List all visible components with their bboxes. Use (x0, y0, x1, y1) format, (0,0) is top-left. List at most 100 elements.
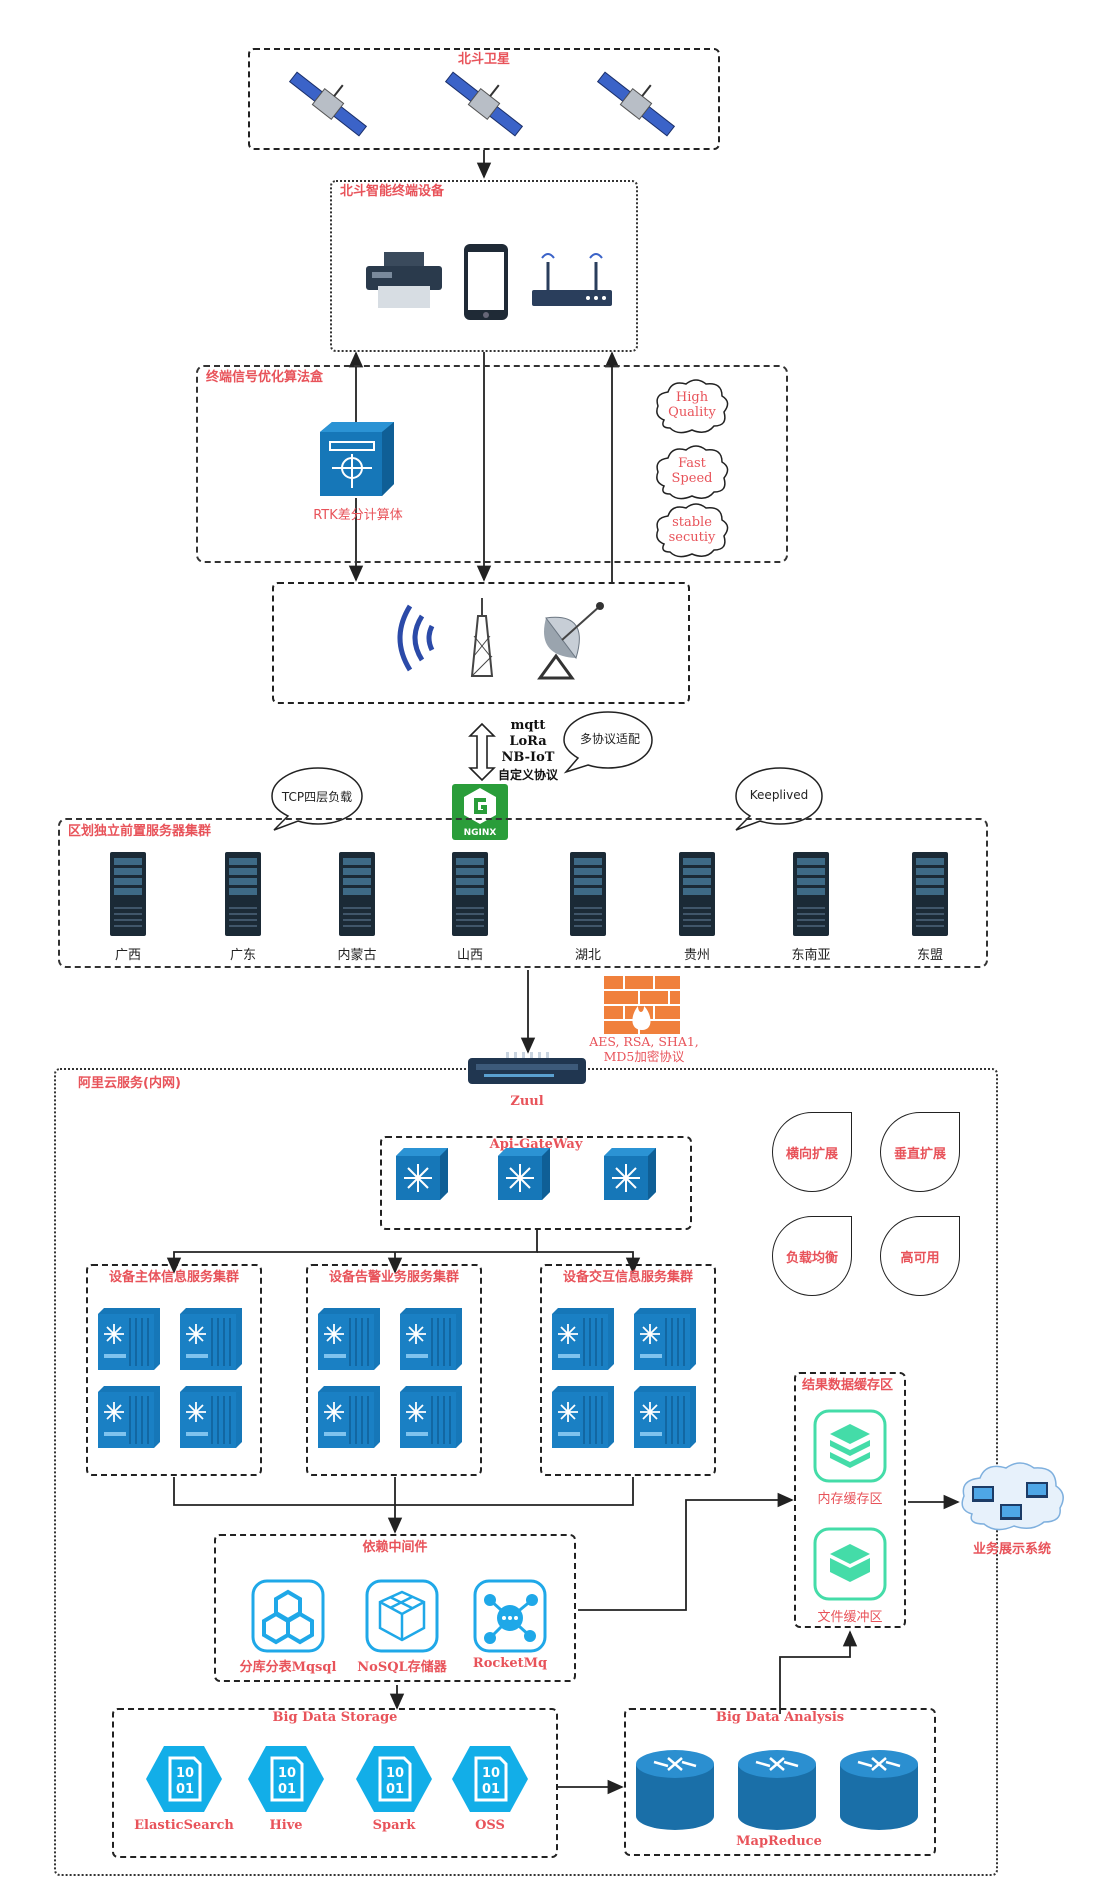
protocol-custom: 自定义协议 (497, 768, 558, 782)
scaling-badge: 负载均衡 (772, 1216, 852, 1296)
display-cloud-icon (961, 1462, 1064, 1531)
protocol-lora: LoRa (509, 734, 547, 749)
file-buffer-label: 文件缓冲区 (817, 1610, 883, 1625)
aliyun-title: 阿里云服务(内网) (78, 1076, 181, 1091)
tcp-label: TCP四层负载 (281, 790, 353, 804)
scaling-label: 负载均衡 (785, 1250, 838, 1266)
adapter-label: 多协议适配 (579, 732, 640, 746)
service-cluster: 设备告警业务服务集群 (306, 1264, 482, 1476)
terminal-group: 北斗智能终端设备 (330, 180, 638, 352)
signal-group (272, 582, 690, 704)
server-blade-icon (98, 1386, 160, 1448)
cloud-line1: stable (672, 515, 712, 530)
rack-server-icon (912, 852, 948, 936)
storage-title: Big Data Storage (272, 1710, 398, 1725)
analysis-title: Big Data Analysis (715, 1710, 845, 1725)
terminal-title: 北斗智能终端设备 (340, 184, 445, 199)
hex-storage-icon: 10 01 (356, 1746, 432, 1812)
satellite-icon (288, 71, 368, 137)
speech-bubble-tcp (271, 767, 363, 831)
cloud-shape (656, 445, 729, 500)
cluster-title: 设备主体信息服务集群 (108, 1270, 239, 1285)
protocol-list: mqtt LoRa NB-IoT (498, 718, 558, 766)
file-buffer-icon (813, 1527, 887, 1601)
middleware-label: 分库分表Mqsql (239, 1660, 337, 1675)
cache-title: 结果数据缓存区 (802, 1378, 894, 1393)
scaling-badge: 高可用 (880, 1216, 960, 1296)
router-cylinder-icon (840, 1750, 918, 1830)
mapreduce-label: MapReduce (736, 1834, 822, 1849)
nginx-g-icon (464, 788, 496, 824)
rack-server-icon (570, 852, 606, 936)
rack-server-icon (793, 852, 829, 936)
cloud-line1: High (675, 390, 709, 405)
cell-tower-icon (470, 598, 494, 677)
router-icon (532, 253, 612, 306)
rtk-label: RTK差分计算体 (313, 508, 403, 523)
satellite-group: 北斗卫星 (248, 48, 720, 150)
server-blade-icon (318, 1308, 380, 1370)
speech-bubble-keepalived (735, 767, 823, 831)
rack-server-icon (452, 852, 488, 936)
storage-label: ElasticSearch (134, 1818, 234, 1833)
clusters-merge (173, 1477, 634, 1506)
memory-cache-label: 内存缓存区 (817, 1492, 883, 1507)
server-label: 广东 (229, 948, 256, 963)
hex-text: 10 (482, 1766, 500, 1781)
scaling-badge: 垂直扩展 (880, 1112, 960, 1192)
hex-storage-icon: 10 01 (452, 1746, 528, 1812)
server-blade-icon (552, 1308, 614, 1370)
regional-cluster: 区划独立前置服务器集群 (58, 818, 988, 968)
cloud-line2: Quality (668, 405, 716, 420)
algo-group: 终端信号优化算法盒 (196, 365, 788, 563)
analysis-group: Big Data Analysis (624, 1708, 936, 1856)
cloud-line2: secutiy (668, 530, 716, 545)
cache-group: 结果数据缓存区 (794, 1372, 906, 1628)
memory-cache-icon (813, 1409, 887, 1483)
cloud-shape (656, 379, 729, 434)
analysis-to-cache (779, 1630, 858, 1714)
server-label: 山西 (456, 948, 483, 963)
storage-label: OSS (475, 1818, 505, 1833)
middleware-group: 依赖中间件 (214, 1534, 576, 1682)
middleware-label: RocketMq (472, 1656, 548, 1671)
cloud-line2: Speed (671, 471, 713, 486)
algo-title: 终端信号优化算法盒 (206, 370, 324, 385)
middleware-icon (251, 1579, 325, 1653)
protocol-mqtt: mqtt (510, 718, 546, 733)
server-label: 湖北 (574, 948, 601, 963)
cloud-shape (656, 503, 729, 558)
rack-server-icon (110, 852, 146, 936)
nginx-text: NGINX (463, 828, 497, 838)
router-cylinder-icon (636, 1750, 714, 1830)
wireless-waves-icon (397, 604, 435, 672)
middleware-icon (473, 1579, 547, 1653)
cluster-title: 设备告警业务服务集群 (328, 1270, 459, 1285)
service-cluster: 设备交互信息服务集群 (540, 1264, 716, 1476)
speech-bubble-adapter (563, 711, 653, 774)
rtk-switch-icon (320, 422, 394, 496)
server-blade-icon (180, 1308, 242, 1370)
gateway-router-icon (396, 1148, 448, 1200)
gateway-router-icon (498, 1148, 550, 1200)
server-blade-icon (400, 1386, 462, 1448)
cluster-title: 设备交互信息服务集群 (562, 1270, 693, 1285)
regional-title: 区划独立前置服务器集群 (68, 824, 212, 839)
middleware-title: 依赖中间件 (362, 1540, 428, 1555)
rack-server-icon (225, 852, 261, 936)
mw-to-cache (578, 1492, 794, 1611)
scaling-badge: 横向扩展 (772, 1112, 852, 1192)
hex-text: 10 (278, 1766, 296, 1781)
gateway-router-icon (604, 1148, 656, 1200)
hex-storage-icon: 10 01 (146, 1746, 222, 1812)
server-blade-icon (552, 1386, 614, 1448)
protocol-nbiot: NB-IoT (501, 750, 555, 765)
server-blade-icon (180, 1386, 242, 1448)
satellite-title: 北斗卫星 (457, 52, 510, 67)
service-cluster: 设备主体信息服务集群 (86, 1264, 262, 1476)
hex-text: 01 (176, 1782, 194, 1797)
server-label: 贵州 (683, 948, 710, 963)
hex-text: 01 (386, 1782, 404, 1797)
